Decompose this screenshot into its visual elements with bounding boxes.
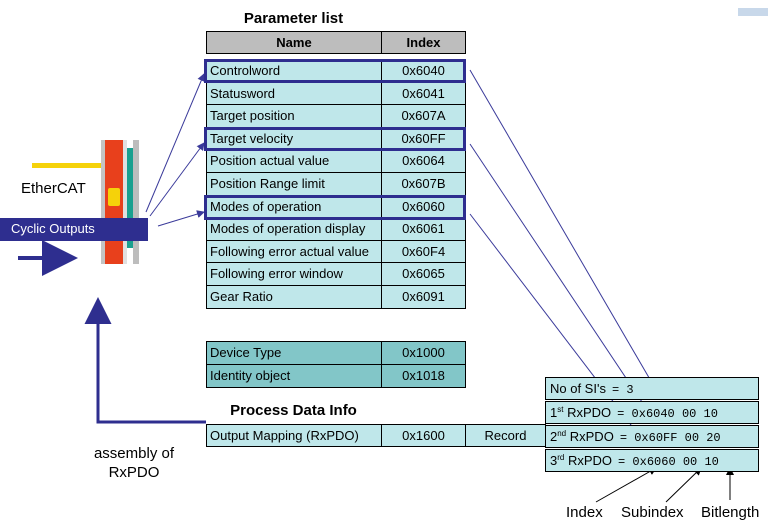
arrow-to-target-velocity bbox=[149, 142, 205, 217]
parameter-name: Position actual value bbox=[206, 150, 382, 173]
subindex-row-suffix: RxPDO bbox=[564, 453, 613, 468]
subindex-row: 2nd RxPDO = 0x60FF 00 20 bbox=[545, 425, 759, 448]
arrow-subindex bbox=[665, 467, 702, 503]
parameter-index: 0x60F4 bbox=[381, 240, 466, 264]
parameter-index: 0x6061 bbox=[381, 218, 466, 241]
parameter-name: Modes of operation display bbox=[206, 218, 382, 241]
highlight-modes-of-operation bbox=[204, 195, 466, 220]
parameter-name: Target position bbox=[206, 105, 382, 128]
parameter-name: Following error actual value bbox=[206, 240, 382, 264]
terminal-grey-edge bbox=[133, 140, 139, 264]
terminal-teal-strip bbox=[127, 148, 133, 248]
parameter-index: 0x607A bbox=[381, 105, 466, 128]
process-data-name: Output Mapping (RxPDO) bbox=[206, 424, 382, 447]
subindex-row-value: = 3 bbox=[611, 383, 634, 397]
cyclic-outputs-bar bbox=[0, 218, 148, 241]
cyclic-outputs-label: Cyclic Outputs bbox=[11, 221, 95, 236]
parameter-name: Position Range limit bbox=[206, 172, 382, 196]
subindex-row-value: = 0x6060 00 10 bbox=[618, 455, 719, 469]
subindex-row-label: 1 bbox=[550, 405, 558, 420]
parameter-index: 0x6041 bbox=[381, 82, 466, 106]
highlight-controlword bbox=[204, 59, 466, 83]
terminal-grey-side bbox=[101, 140, 105, 264]
assembly-arrow bbox=[84, 297, 206, 424]
assembly-label: assembly of RxPDO bbox=[84, 444, 184, 482]
header-index: Index bbox=[381, 31, 466, 54]
process-data-title: Process Data Info bbox=[230, 402, 357, 419]
parameter-name: Gear Ratio bbox=[206, 285, 382, 309]
arrow-to-controlword bbox=[145, 73, 205, 213]
terminal-yellow-led-icon bbox=[108, 188, 120, 206]
parameter-index: 0x6064 bbox=[381, 150, 466, 173]
index-label: Index bbox=[566, 504, 603, 521]
assembly-label-line2: RxPDO bbox=[108, 464, 160, 481]
subindex-row-ordinal: nd bbox=[557, 429, 567, 438]
device-index: 0x1018 bbox=[381, 365, 466, 388]
device-name: Identity object bbox=[206, 365, 382, 388]
subindex-row: 3rd RxPDO = 0x6060 00 10 bbox=[545, 449, 759, 472]
subindex-row-ordinal: rd bbox=[557, 453, 565, 462]
subindex-row-ordinal: st bbox=[557, 405, 564, 414]
ethercat-terminal bbox=[101, 140, 139, 264]
highlight-target-velocity bbox=[204, 127, 466, 151]
device-index: 0x1000 bbox=[381, 342, 466, 365]
parameter-index: 0x607B bbox=[381, 172, 466, 196]
device-name: Device Type bbox=[206, 342, 382, 365]
arrow-index bbox=[595, 467, 657, 503]
subindex-row-label: 3 bbox=[550, 453, 558, 468]
subindex-row-value: = 0x60FF 00 20 bbox=[619, 431, 721, 445]
bitlength-label: Bitlength bbox=[701, 504, 760, 521]
parameter-index: 0x6065 bbox=[381, 263, 466, 286]
header-name: Name bbox=[206, 31, 382, 54]
arrow-to-modes-of-operation bbox=[157, 210, 205, 227]
arrow-velocity-to-pdo2 bbox=[469, 143, 651, 415]
assembly-label-line1: assembly of bbox=[93, 445, 175, 462]
corner-decoration bbox=[738, 8, 768, 16]
process-data-type: Record bbox=[465, 424, 546, 447]
parameter-index: 0x6091 bbox=[381, 285, 466, 309]
subindex-row-value: = 0x6040 00 10 bbox=[617, 407, 718, 421]
parameter-name: Statusword bbox=[206, 82, 382, 106]
parameter-name: Following error window bbox=[206, 263, 382, 286]
subindex-row-label: 2 bbox=[550, 429, 558, 444]
subindex-row-suffix: RxPDO bbox=[563, 405, 612, 420]
subindex-row: No of SI's = 3 bbox=[545, 377, 759, 400]
subindex-row-label: No of SI's bbox=[550, 381, 606, 396]
subindex-label: Subindex bbox=[621, 504, 684, 521]
parameter-list-header: Name Index bbox=[206, 31, 466, 54]
ethercat-yellow-line bbox=[32, 163, 102, 168]
process-data-row: Output Mapping (RxPDO) 0x1600 Record bbox=[206, 424, 546, 447]
arrow-controlword-to-pdo1 bbox=[469, 69, 656, 389]
terminal-white-strip bbox=[123, 140, 127, 264]
parameter-list-title: Parameter list bbox=[243, 10, 344, 27]
subindex-row: 1st RxPDO = 0x6040 00 10 bbox=[545, 401, 759, 424]
subindex-row-suffix: RxPDO bbox=[566, 429, 614, 444]
ethercat-label: EtherCAT bbox=[21, 180, 86, 197]
process-data-index: 0x1600 bbox=[381, 424, 466, 447]
